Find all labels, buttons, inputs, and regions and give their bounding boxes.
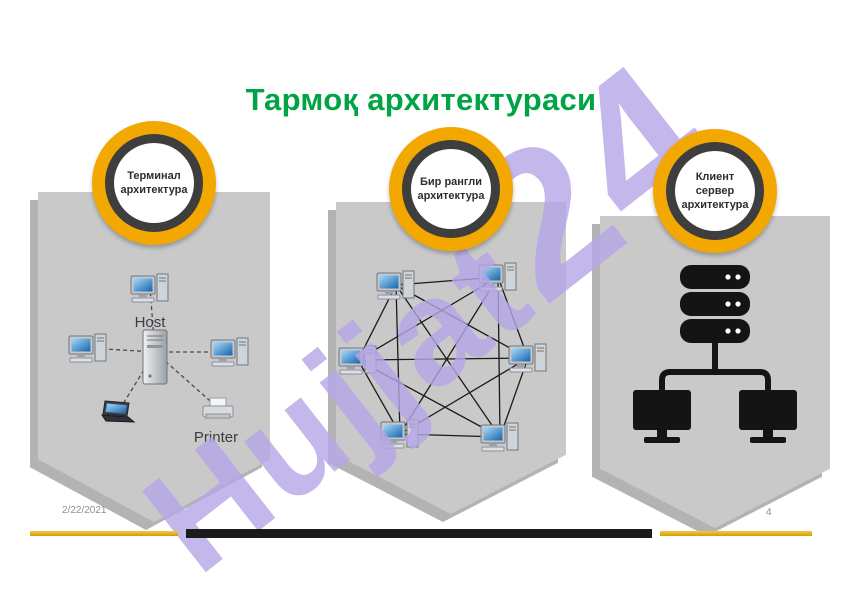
client-server-diagram — [633, 265, 797, 443]
monitor-icon — [739, 390, 797, 443]
badge-peer-ring: Бир рангли архитектура — [402, 140, 500, 238]
footer-black-bar — [186, 529, 652, 538]
badge-client-server: Клиент сервер архитектура — [653, 129, 777, 253]
desktop-computer-icon — [68, 333, 107, 363]
desktop-computer-icon — [480, 422, 519, 452]
client-server-connection-lines — [659, 343, 771, 392]
badge-client-server-label: Клиент сервер архитектура — [675, 151, 755, 231]
badge-label-line: Терминал — [127, 169, 181, 182]
host-tower-icon — [142, 329, 168, 385]
page-number: 4 — [766, 507, 772, 518]
badge-terminal-label: Терминал архитектура — [114, 143, 194, 223]
badge-label-line: сервер — [695, 184, 735, 197]
badge-label-line: Бир рангли — [420, 175, 482, 188]
badge-label-line: Клиент — [695, 170, 735, 183]
badge-label-line: архитектура — [417, 190, 485, 202]
desktop-computer-icon — [338, 345, 377, 375]
mesh-connection-lines — [357, 276, 529, 438]
badge-terminal: Терминал архитектура — [92, 121, 216, 245]
printer-label: Printer — [194, 429, 238, 446]
printer-icon — [202, 397, 234, 419]
footer-gold-bar-left — [30, 531, 178, 536]
badge-peer: Бир рангли архитектура — [389, 127, 513, 251]
laptop-icon — [101, 400, 135, 423]
database-server-icon — [680, 265, 750, 343]
badge-peer-label: Бир рангли архитектура — [411, 149, 491, 229]
desktop-computer-icon — [478, 262, 517, 292]
desktop-computer-icon — [210, 337, 249, 367]
footer-gold-bar-right — [660, 531, 812, 536]
terminal-architecture-diagram: Host Printer — [68, 273, 249, 446]
monitor-icon — [633, 390, 691, 443]
desktop-computer-icon — [376, 270, 415, 300]
peer-mesh-diagram — [338, 262, 547, 452]
desktop-computer-icon — [380, 419, 419, 449]
badge-label-line: архитектура — [681, 199, 749, 212]
page-title: Тармоқ архитектураси — [245, 82, 597, 117]
desktop-computer-icon — [508, 343, 547, 373]
badge-client-server-ring: Клиент сервер архитектура — [666, 142, 764, 240]
footer-date: 2/22/2021 — [62, 505, 107, 516]
desktop-computer-icon — [130, 273, 169, 303]
badge-label-line: архитектура — [120, 184, 188, 196]
host-label: Host — [135, 314, 167, 331]
badge-terminal-ring: Терминал архитектура — [105, 134, 203, 232]
